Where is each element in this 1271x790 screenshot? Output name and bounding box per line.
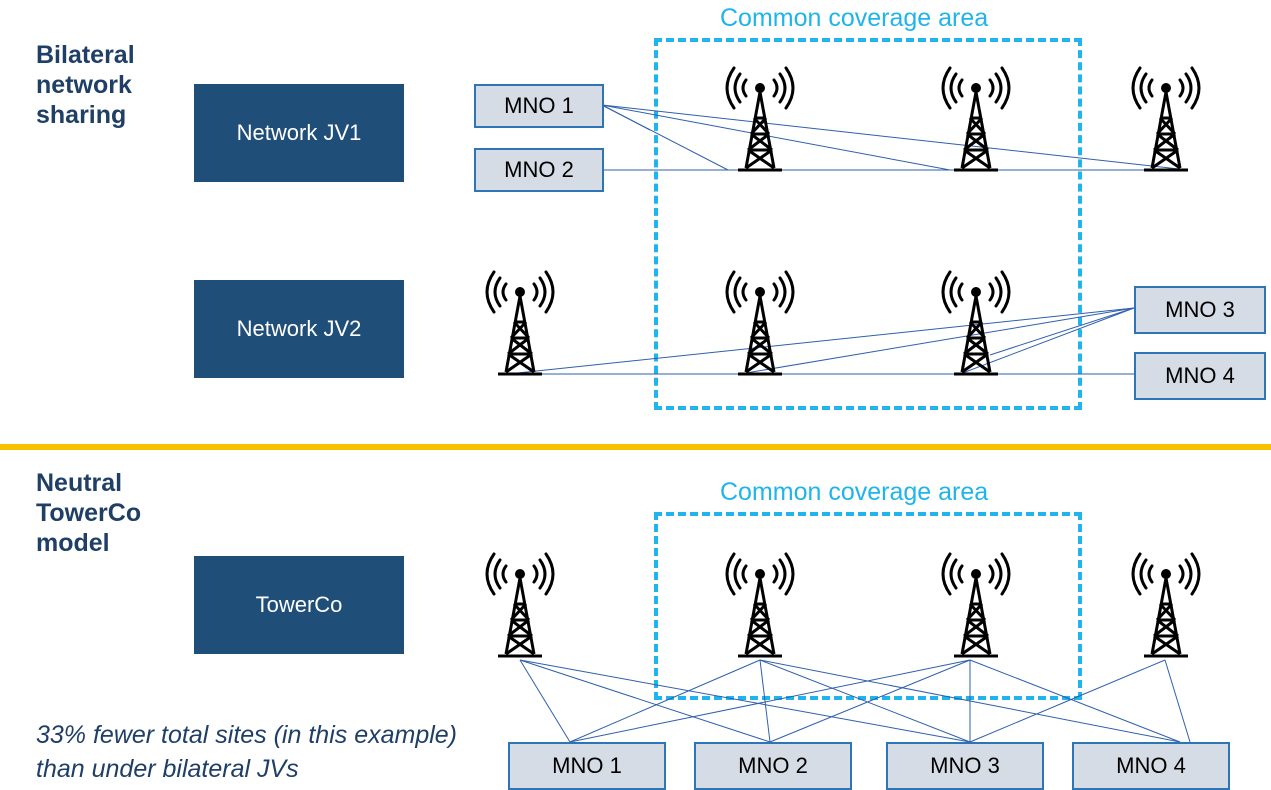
savings-note: 33% fewer total sites (in this example) …: [36, 721, 458, 783]
bilateral-section-label: Bilateral network sharing: [36, 41, 135, 129]
mno-2-box-bottom: MNO 2: [694, 742, 852, 790]
radio-tower-icon: [720, 66, 800, 176]
mno-2-box-top: MNO 2: [474, 148, 604, 192]
link-mno3-tower-r2: [989, 307, 1135, 356]
radio-tower-icon: [936, 66, 1016, 176]
radio-tower-icon: [480, 552, 560, 662]
coverage-area-bottom: [654, 512, 1082, 700]
link-mno1-tower3: [601, 104, 1189, 171]
section-divider: [0, 444, 1271, 450]
link-mno3-tower-m: [739, 307, 1135, 375]
radio-tower-icon: [720, 552, 800, 662]
towerco-section-label: Neutral TowerCo model: [36, 469, 142, 557]
coverage-label-top: Common coverage area: [720, 4, 989, 32]
link-mno3-tower-l: [507, 307, 1135, 375]
radio-tower-icon: [1126, 66, 1206, 176]
mno-4-box-top: MNO 4: [1134, 352, 1266, 400]
radio-tower-icon: [1126, 552, 1206, 662]
link-mno1-tower2: [601, 104, 951, 171]
link-mno1-left-a: [601, 104, 651, 131]
radio-tower-icon: [480, 270, 560, 380]
network-jv2-box: Network JV2: [194, 280, 404, 378]
coverage-label-bottom: Common coverage area: [720, 478, 989, 506]
mno-3-box-top: MNO 3: [1134, 286, 1266, 334]
mno-4-box-bottom: MNO 4: [1072, 742, 1230, 790]
coverage-area-top: [654, 38, 1082, 410]
radio-tower-icon: [720, 270, 800, 380]
mno-1-box-top: MNO 1: [474, 84, 604, 128]
radio-tower-icon: [936, 270, 1016, 380]
mno-3-box-bottom: MNO 3: [886, 742, 1044, 790]
mno-1-box-bottom: MNO 1: [508, 742, 666, 790]
network-jv1-box: Network JV1: [194, 84, 404, 182]
radio-tower-icon: [936, 552, 1016, 662]
towerco-box: TowerCo: [194, 556, 404, 654]
